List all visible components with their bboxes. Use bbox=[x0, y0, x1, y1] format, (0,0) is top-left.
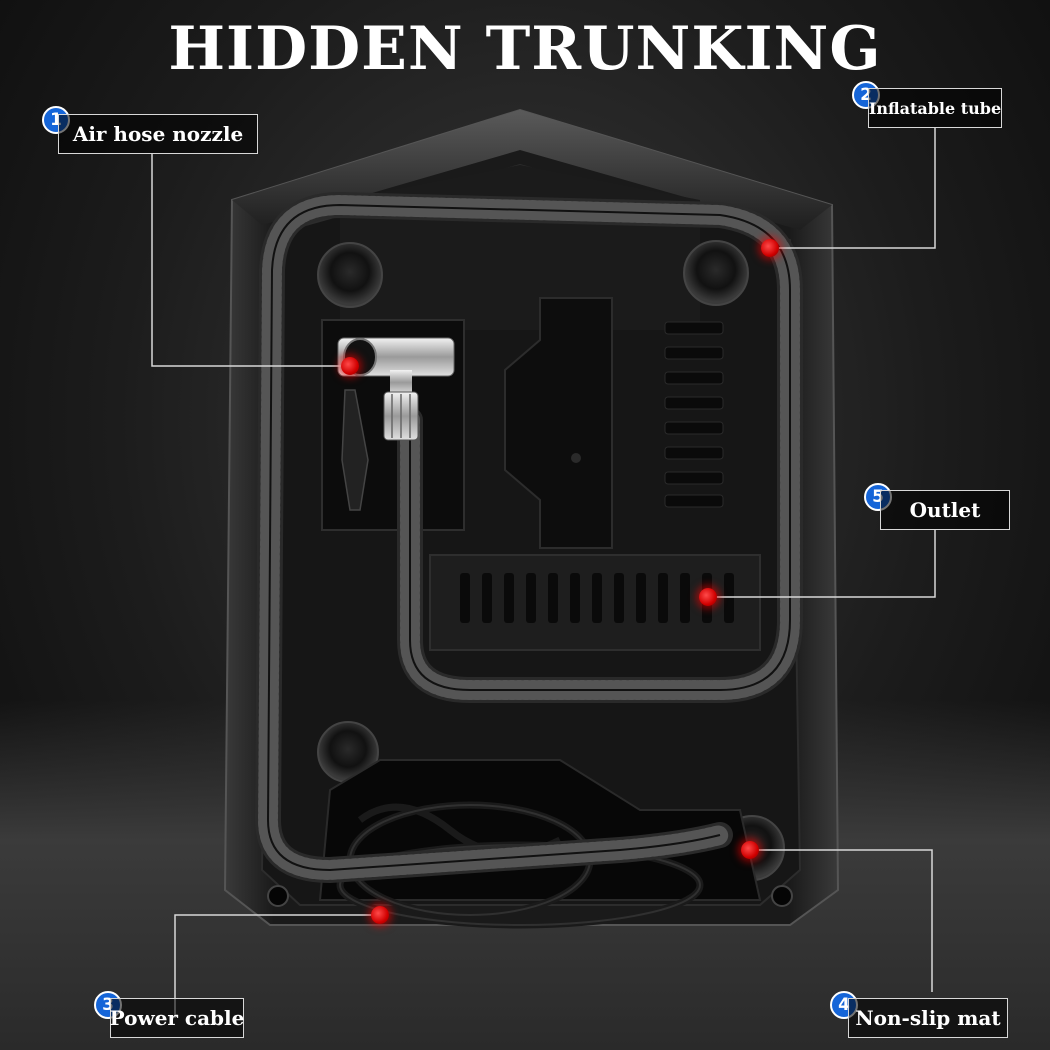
callout-non-slip-mat: Non-slip mat bbox=[848, 998, 1008, 1038]
page-title: HIDDEN TRUNKING bbox=[168, 14, 882, 84]
marker-air-hose-nozzle bbox=[341, 357, 359, 375]
marker-non-slip-mat bbox=[741, 841, 759, 859]
callout-air-hose-nozzle: Air hose nozzle bbox=[58, 114, 258, 154]
marker-power-cable bbox=[371, 906, 389, 924]
callout-power-cable: Power cable bbox=[110, 998, 244, 1038]
marker-inflatable-tube bbox=[761, 239, 779, 257]
callout-inflatable-tube: Inflatable tube bbox=[868, 88, 1002, 128]
marker-outlet bbox=[699, 588, 717, 606]
callout-outlet: Outlet bbox=[880, 490, 1010, 530]
